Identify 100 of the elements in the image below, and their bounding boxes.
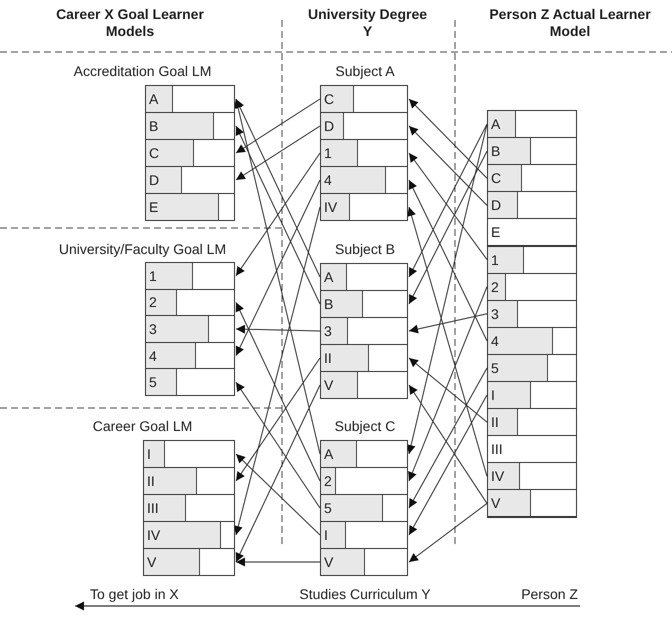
row-label: D	[324, 118, 334, 134]
row-label: 5	[149, 374, 157, 390]
model-row	[145, 262, 235, 290]
arrow	[407, 206, 488, 477]
row-label: IV	[147, 527, 160, 543]
row-label: II	[491, 414, 499, 430]
model-row	[320, 263, 408, 291]
row-label: A	[149, 91, 158, 107]
row-label: IV	[491, 468, 504, 484]
arrow	[408, 286, 488, 482]
column-heading: Person Z Actual Learner Model	[489, 6, 651, 39]
row-label: I	[147, 446, 151, 462]
model-row	[145, 368, 235, 396]
arrow	[236, 454, 320, 536]
flow-label: Studies Curriculum Y	[299, 586, 431, 602]
learner-model-box	[487, 110, 577, 518]
row-label: 3	[324, 323, 332, 339]
row-label: D	[149, 172, 160, 188]
arrow	[236, 384, 320, 562]
flow-label: To get job in X	[90, 586, 179, 602]
model-row	[145, 85, 235, 113]
model-title: University/Faculty Goal LM	[58, 241, 226, 257]
model-row	[143, 440, 235, 468]
row-label: 2	[324, 473, 332, 489]
row-label: B	[491, 143, 500, 160]
model-row	[320, 521, 408, 549]
model-row	[145, 193, 235, 221]
row-label: V	[324, 377, 334, 393]
flow-label: Person Z	[521, 586, 578, 602]
arrow	[408, 180, 488, 342]
row-label: 3	[491, 306, 499, 322]
model-row	[320, 494, 408, 522]
arrow	[236, 152, 320, 276]
row-label: 5	[324, 500, 332, 516]
model-row	[320, 290, 408, 318]
model-row	[145, 112, 235, 140]
row-label: 2	[149, 294, 157, 310]
column-heading: University Degree Y	[308, 6, 428, 39]
row-label: 1	[324, 145, 332, 161]
model-row	[320, 85, 408, 113]
arrow	[236, 558, 320, 566]
arrow	[408, 126, 488, 206]
model-row	[320, 112, 408, 140]
model-title: Accreditation Goal LM	[74, 63, 212, 79]
model-row	[143, 494, 235, 522]
arrow	[236, 302, 320, 482]
arrow	[236, 358, 320, 482]
row-label: B	[324, 296, 334, 312]
arrow	[408, 358, 488, 423]
row-label: 2	[491, 278, 499, 295]
arrow	[408, 384, 488, 504]
arrow	[408, 394, 488, 536]
arrow	[236, 126, 320, 180]
model-row	[320, 193, 408, 221]
arrow	[408, 124, 488, 278]
model-row	[145, 139, 235, 167]
model-row	[320, 344, 408, 372]
model-title: Subject A	[335, 63, 395, 79]
arrow	[406, 124, 488, 454]
arrow	[236, 180, 320, 356]
arrow	[236, 98, 320, 278]
arrow	[408, 152, 488, 260]
row-label: A	[491, 116, 500, 132]
model-row	[145, 342, 235, 370]
arrow	[236, 126, 320, 304]
arrow	[234, 206, 320, 536]
model-row	[320, 317, 408, 345]
model-row	[145, 166, 235, 194]
row-label: 5	[491, 360, 499, 376]
row-label: III	[147, 500, 159, 516]
model-row	[487, 489, 577, 518]
model-row	[320, 548, 408, 576]
row-label: III	[491, 441, 503, 458]
model-row	[145, 315, 235, 343]
row-label: C	[324, 91, 334, 107]
row-label: 1	[491, 252, 499, 268]
model-row	[145, 288, 235, 316]
model-row	[143, 521, 235, 549]
column-heading: Career X Goal Learner Models	[56, 6, 204, 39]
row-label: II	[147, 473, 155, 489]
model-row	[320, 166, 408, 194]
arrow	[408, 367, 488, 508]
model-row	[320, 139, 408, 167]
row-label: E	[491, 224, 500, 240]
arrow	[408, 313, 488, 334]
row-label: 4	[324, 172, 332, 188]
row-label: 3	[149, 320, 157, 337]
arrow	[236, 382, 320, 508]
row-label: E	[149, 199, 158, 215]
model-row	[143, 467, 235, 495]
row-label: B	[149, 118, 158, 134]
model-row	[487, 246, 577, 274]
row-label: I	[491, 387, 495, 404]
row-label: A	[324, 269, 334, 285]
model-row	[320, 371, 408, 399]
row-label: 1	[149, 268, 157, 284]
model-title: Career Goal LM	[92, 418, 192, 434]
row-label: 4	[149, 348, 157, 364]
row-label: I	[324, 527, 328, 543]
arrow	[408, 98, 488, 179]
